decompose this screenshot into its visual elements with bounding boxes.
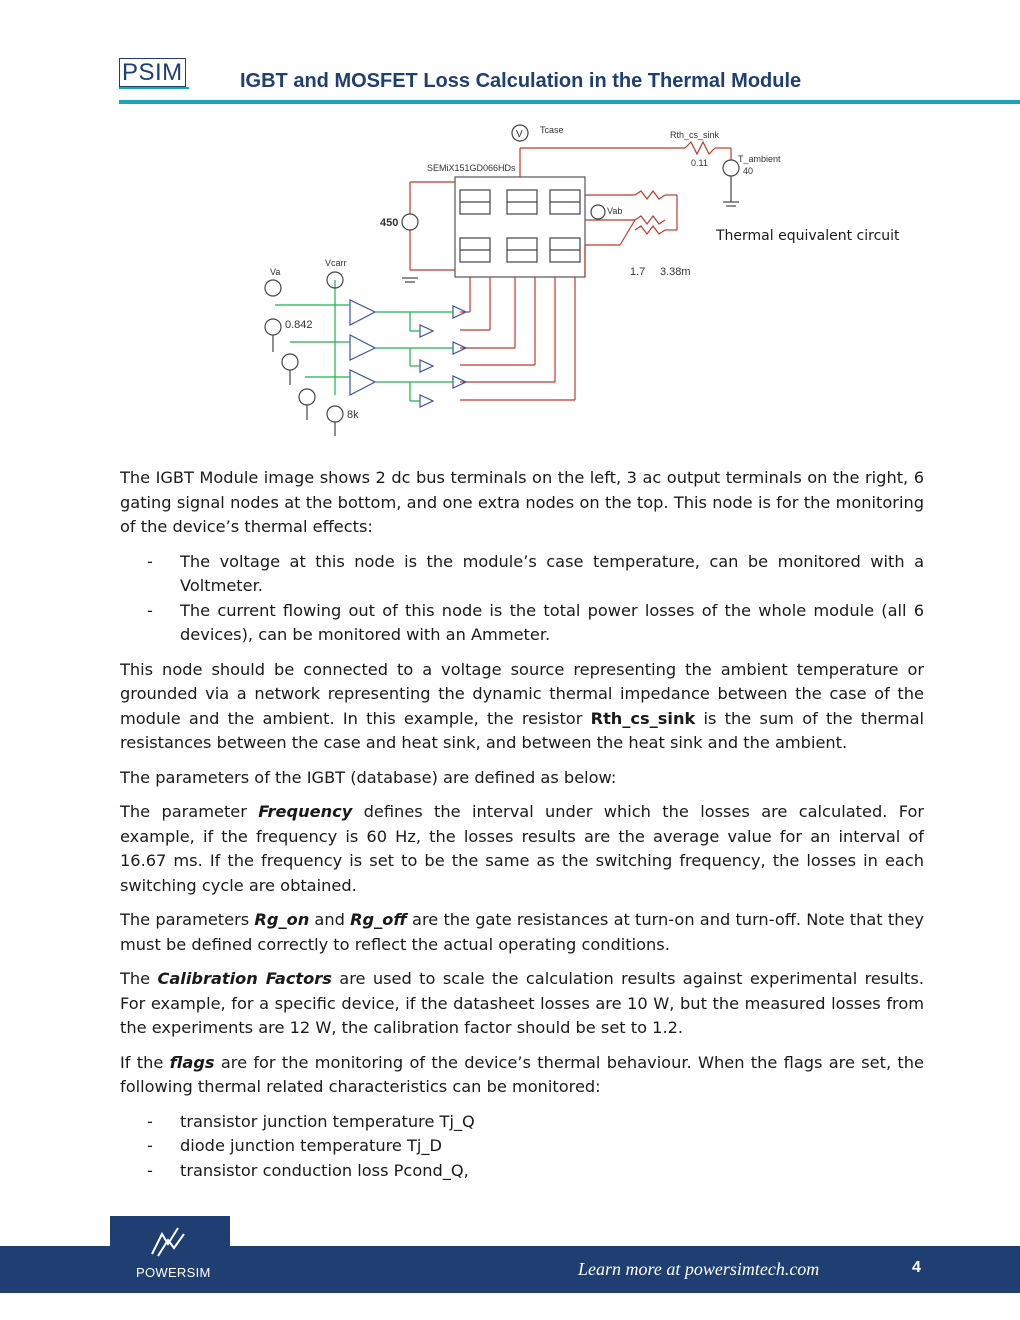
paragraph-6: The Calibration Factors are used to scal… [120, 969, 924, 1037]
label-module: SEMiX151GD066HDs [427, 163, 516, 173]
footer-logo-tab [110, 1216, 230, 1293]
psim-logo-text: PSIM [119, 58, 186, 88]
label-load-l: 3.38m [660, 266, 691, 278]
label-tcase: Tcase [540, 125, 564, 135]
footer-brand: POWERSIM [136, 1265, 211, 1280]
page-title: IGBT and MOSFET Loss Calculation in the … [240, 70, 802, 92]
igbt-switch-cells [459, 189, 581, 263]
list-item: -The voltage at this node is the module’… [147, 551, 924, 596]
bullet-list-1: -The voltage at this node is the module’… [120, 550, 924, 648]
page-number: 4 [912, 1259, 921, 1276]
title-divider [119, 100, 1020, 104]
paragraph-4: The parameter Frequency defines the inte… [120, 802, 924, 895]
psim-logo-underline [119, 87, 189, 89]
label-carrier-freq: 8k [347, 409, 359, 421]
paragraph-5: The parameters Rg_on and Rg_off are the … [120, 910, 924, 954]
ac-sources [264, 318, 344, 436]
label-load-r: 1.7 [630, 266, 645, 278]
list-item: -diode junction temperature Tj_D [147, 1136, 442, 1155]
thermal-circuit-diagram: V Tcase Rth_cs_sink 0.11 T_ambient 40 SE… [264, 124, 781, 436]
paragraph-3: The parameters of the IGBT (database) ar… [120, 767, 617, 787]
figure-caption: Thermal equivalent circuit [716, 228, 900, 244]
label-rth: Rth_cs_sink [670, 130, 720, 140]
label-vdc: 450 [380, 217, 398, 229]
body-text: The IGBT Module image shows 2 dc bus ter… [120, 466, 924, 1193]
voltmeter-probes [264, 124, 606, 297]
psim-logo: PSIM [119, 58, 189, 89]
label-t-ambient-val: 40 [743, 166, 753, 176]
comparator-blocks [349, 299, 468, 408]
label-vcarr: Vcarr [325, 258, 347, 268]
dc-source [401, 213, 419, 231]
voltmeter-tcase-icon: V [516, 129, 523, 140]
list-item: -The current flowing out of this node is… [147, 600, 924, 645]
label-t-ambient: T_ambient [738, 154, 781, 164]
list-item: -transistor junction temperature Tj_Q [147, 1111, 475, 1131]
bullet-list-2: -transistor junction temperature Tj_Q -d… [120, 1110, 924, 1184]
list-item: -transistor conduction loss Pcond_Q, [147, 1160, 469, 1180]
footer-learn-more-link[interactable]: Learn more at powersimtech.com [578, 1259, 820, 1279]
paragraph-1: The IGBT Module image shows 2 dc bus ter… [120, 468, 924, 536]
paragraph-2: This node should be connected to a volta… [120, 659, 924, 753]
thermal-wires [409, 140, 732, 401]
paragraph-7: If the flags are for the monitoring of t… [120, 1052, 924, 1097]
label-va: Va [270, 267, 280, 277]
signal-wires [275, 280, 453, 402]
powersim-logo-icon [151, 1227, 185, 1257]
ground-symbols [402, 201, 739, 283]
label-mod-index: 0.842 [285, 319, 313, 331]
label-rth-val: 0.11 [691, 158, 708, 168]
ambient-source [722, 159, 740, 177]
label-vab: Vab [607, 206, 622, 216]
